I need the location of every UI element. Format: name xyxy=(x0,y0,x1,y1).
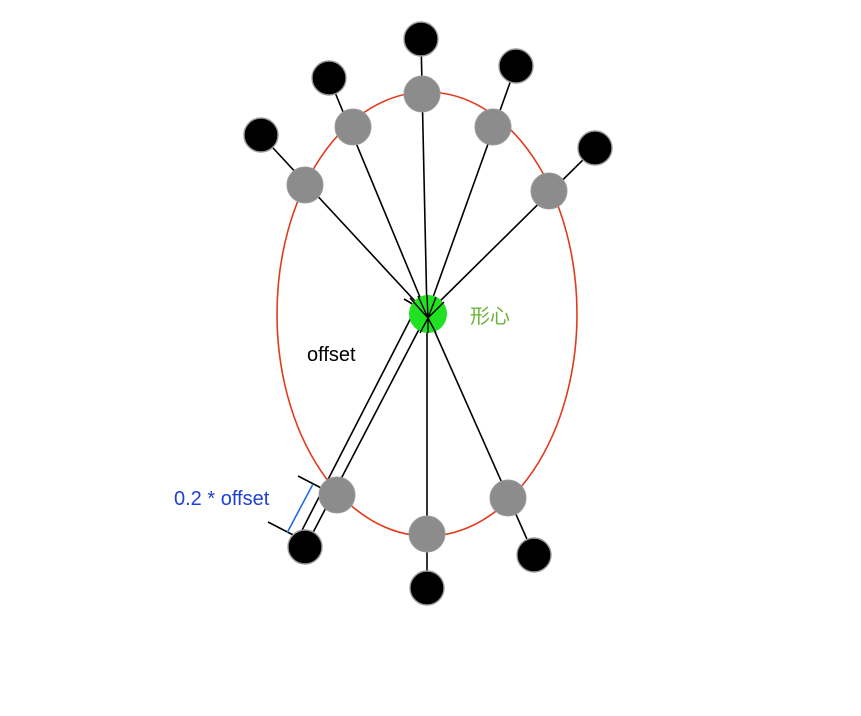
ray-5 xyxy=(426,147,596,315)
inner-point-8 xyxy=(318,476,356,514)
inner-point-1 xyxy=(286,166,324,204)
inner-point-6 xyxy=(489,479,527,517)
outer-point-8 xyxy=(287,529,323,565)
inner-point-4 xyxy=(474,108,512,146)
outer-point-7 xyxy=(409,570,445,606)
outer-point-2 xyxy=(311,60,347,96)
outer-point-5 xyxy=(577,130,613,166)
outer-point-6 xyxy=(516,537,552,573)
offset-measure-line xyxy=(296,307,417,541)
ray-6 xyxy=(426,313,535,556)
inner-point-5 xyxy=(530,172,568,210)
ray-1 xyxy=(260,134,428,315)
inner-point-2 xyxy=(334,108,372,146)
ray-4 xyxy=(426,65,517,315)
inner-points xyxy=(286,75,568,553)
inner-point-7 xyxy=(408,515,446,553)
centroid-ray-overlay xyxy=(409,294,445,334)
offset-label: offset xyxy=(307,344,356,366)
centroid-label: 形心 xyxy=(470,305,510,328)
outer-points xyxy=(243,21,613,606)
outer-point-1 xyxy=(243,117,279,153)
outer-point-4 xyxy=(498,48,534,84)
outer-point-3 xyxy=(403,21,439,57)
scaled-offset-label: 0.2 * offset xyxy=(174,488,270,510)
scaled-offset-dimension-line xyxy=(286,483,314,534)
inner-point-3 xyxy=(403,75,441,113)
